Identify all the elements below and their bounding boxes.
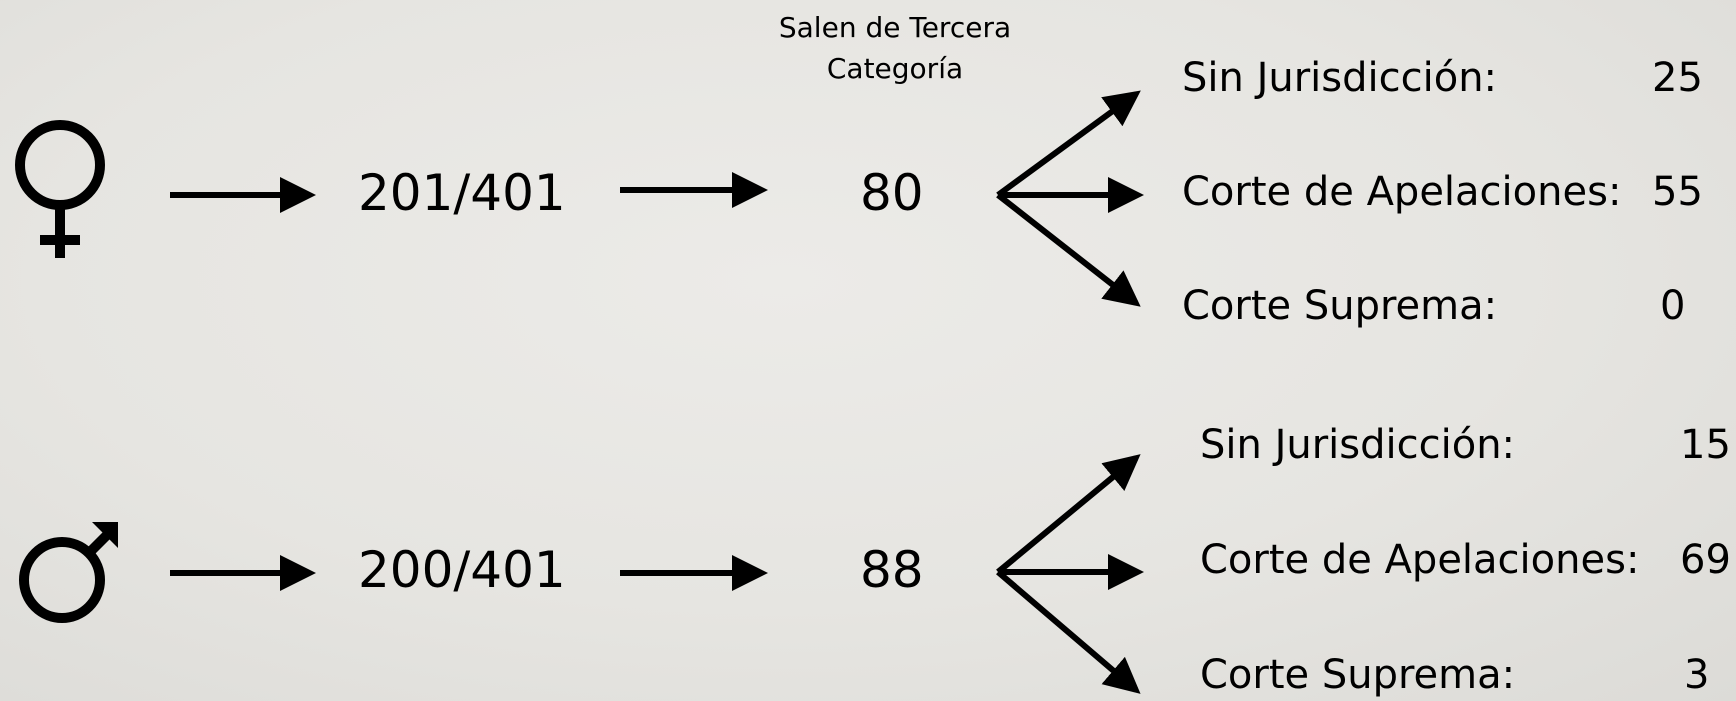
female-outcome-label-1: Sin Jurisdicción:	[1182, 55, 1498, 101]
female-outcome-label-3: Corte Suprema:	[1182, 283, 1498, 329]
female-icon	[15, 120, 105, 258]
female-count: 80	[860, 164, 924, 222]
female-outcome-value-1: 25	[1652, 55, 1703, 101]
male-outcome-label-3: Corte Suprema:	[1200, 652, 1516, 698]
arrow-male-branch-3	[996, 569, 1141, 694]
arrow-female-branch-1	[996, 90, 1141, 198]
male-outcome-label-1: Sin Jurisdicción:	[1200, 422, 1516, 468]
female-outcome-value-3: 0	[1660, 283, 1686, 329]
male-count: 88	[860, 541, 924, 599]
header-label: Salen de Tercera Categoría	[778, 11, 1012, 85]
male-outcome-label-2: Corte de Apelaciones:	[1200, 537, 1640, 583]
male-arrowhead-icon	[92, 522, 118, 548]
arrow-male-branch-1	[996, 454, 1141, 575]
male-ratio: 200/401	[358, 541, 566, 599]
female-outcome-value-2: 55	[1652, 169, 1703, 215]
male-outcome-value-1: 15	[1680, 422, 1731, 468]
male-icon	[19, 527, 115, 623]
male-outcome-value-3: 3	[1684, 652, 1710, 698]
arrow-female-branch-3	[996, 192, 1141, 307]
male-outcome-value-2: 69	[1680, 537, 1731, 583]
female-outcome-label-2: Corte de Apelaciones:	[1182, 169, 1622, 215]
female-ratio: 201/401	[358, 164, 566, 222]
